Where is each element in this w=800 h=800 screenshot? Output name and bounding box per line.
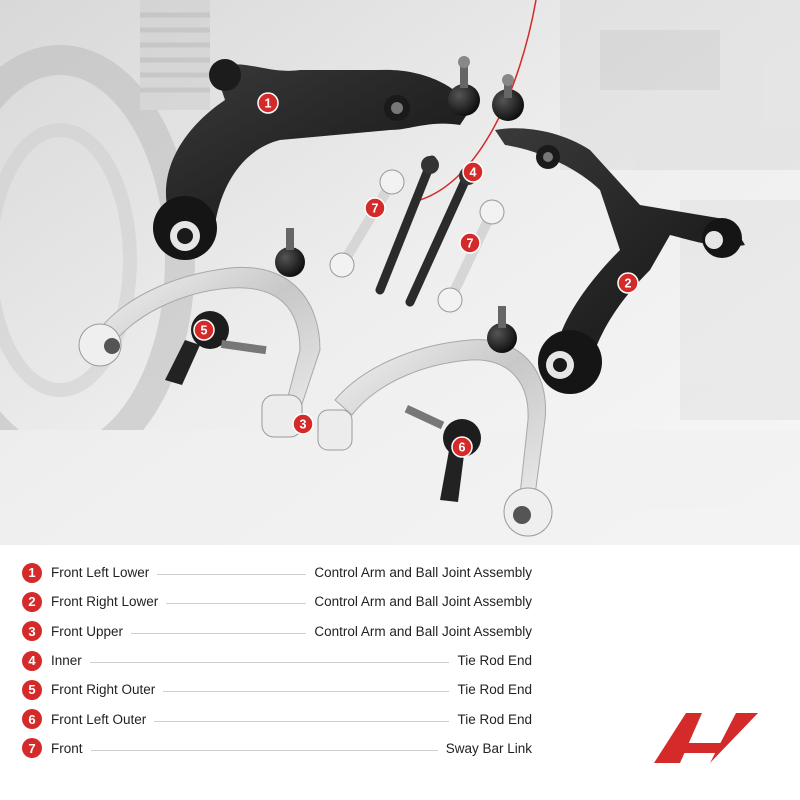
callout-circle bbox=[292, 413, 314, 435]
callout-badge-8: 7 bbox=[459, 232, 481, 254]
callout-circle bbox=[451, 436, 473, 458]
callout-badge-3: 3 bbox=[292, 413, 314, 435]
product-photo: 1 2 3 4 5 6 7 7 bbox=[0, 0, 800, 545]
callout-circle bbox=[617, 272, 639, 294]
callout-badge-1: 1 bbox=[257, 92, 279, 114]
callout-number: 6 bbox=[459, 441, 466, 455]
front-left-lower-control-arm bbox=[153, 56, 480, 260]
callout-circle bbox=[257, 92, 279, 114]
legend-row: 4 Inner Tie Rod End bbox=[22, 646, 532, 675]
a-premium-logo bbox=[654, 713, 758, 763]
callout-badge-6: 6 bbox=[451, 436, 473, 458]
front-right-lower-control-arm bbox=[492, 74, 745, 394]
red-accent-arc bbox=[419, 0, 537, 201]
callout-circle bbox=[462, 161, 484, 183]
legend-position: Front Left Outer bbox=[51, 711, 147, 727]
legend-part-name: Control Arm and Ball Joint Assembly bbox=[314, 594, 532, 610]
front-upper-control-arm-right bbox=[317, 306, 553, 537]
legend-row: 1 Front Left Lower Control Arm and Ball Jo… bbox=[22, 558, 532, 587]
legend-row: 2 Front Right Lower Control Arm and Ball J… bbox=[22, 587, 532, 616]
callout-number: 1 bbox=[265, 97, 272, 111]
legend-position: Front bbox=[51, 740, 83, 756]
legend-part-name: Tie Rod End bbox=[457, 711, 532, 727]
legend-row: 3 Front Upper Control Arm and Ball Joint A… bbox=[22, 617, 532, 646]
legend-position: Front Left Lower bbox=[51, 565, 150, 581]
legend-number-badge: 2 bbox=[22, 591, 42, 612]
legend-position: Front Upper bbox=[51, 623, 124, 639]
callout-number: 7 bbox=[372, 202, 379, 216]
callout-number: 2 bbox=[625, 277, 632, 291]
callout-badge-2: 2 bbox=[617, 272, 639, 294]
background-car-parts bbox=[0, 0, 800, 475]
callout-badge-4: 4 bbox=[462, 161, 484, 183]
legend-number-badge: 7 bbox=[22, 738, 42, 759]
legend-number-badge: 6 bbox=[22, 709, 42, 730]
legend-part-name: Sway Bar Link bbox=[445, 740, 532, 756]
legend-position: Front Right Outer bbox=[51, 682, 156, 698]
front-upper-control-arm-left bbox=[78, 228, 321, 438]
callout-badge-7: 7 bbox=[364, 197, 386, 219]
sway-bar-links bbox=[329, 169, 505, 313]
legend-position: Front Right Lower bbox=[51, 594, 159, 610]
callout-circle bbox=[459, 232, 481, 254]
callout-circle bbox=[364, 197, 386, 219]
legend-row: 5 Front Right Outer Tie Rod End bbox=[22, 675, 532, 704]
legend-number-badge: 1 bbox=[22, 562, 42, 583]
legend-part-name: Tie Rod End bbox=[457, 653, 532, 669]
callout-number: 7 bbox=[467, 237, 474, 251]
legend-row: 6 Front Left Outer Tie Rod End bbox=[22, 704, 532, 733]
callout-circle bbox=[193, 319, 215, 341]
callout-number: 4 bbox=[470, 166, 477, 180]
legend-leader-line bbox=[131, 632, 307, 634]
legend-leader-line bbox=[163, 691, 450, 693]
legend-part-name: Tie Rod End bbox=[457, 682, 532, 698]
callout-number: 5 bbox=[201, 324, 208, 338]
legend-part-name: Control Arm and Ball Joint Assembly bbox=[314, 623, 532, 639]
legend-leader-line bbox=[157, 574, 307, 576]
legend-number-badge: 3 bbox=[22, 621, 42, 642]
callout-number: 3 bbox=[300, 418, 307, 432]
legend-leader-line bbox=[90, 749, 438, 751]
legend-part-name: Control Arm and Ball Joint Assembly bbox=[314, 565, 532, 581]
legend-leader-line bbox=[89, 662, 450, 664]
legend-number-badge: 5 bbox=[22, 679, 42, 700]
legend-leader-line bbox=[154, 720, 450, 722]
legend-row: 7 Front Sway Bar Link bbox=[22, 734, 532, 763]
legend-position: Inner bbox=[51, 653, 82, 669]
legend-number-badge: 4 bbox=[22, 650, 42, 671]
legend-leader-line bbox=[166, 603, 307, 605]
callout-badge-5: 5 bbox=[193, 319, 215, 341]
